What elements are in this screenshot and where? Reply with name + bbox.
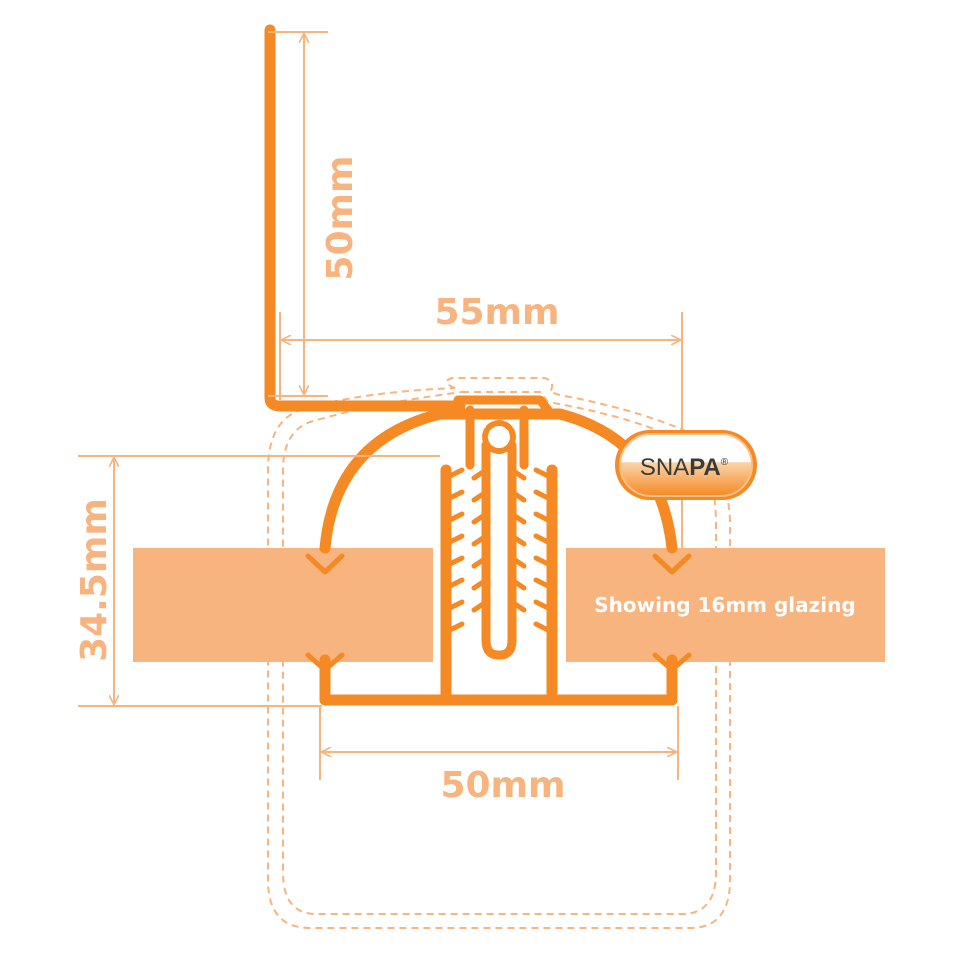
snapa-logo: SNAPA® [615,430,757,500]
logo-text-bold: PA [689,454,721,481]
label-upstand-height: 50mm [320,155,361,280]
dashed-outline-inner [282,391,717,915]
gasket-bottom-left [305,652,345,673]
dashed-outline-outer [267,377,731,929]
base-teeth-left [443,467,465,635]
logo-text-plain: SNA [640,454,689,481]
glazing-note: Showing 16mm glazing [594,593,855,617]
base-teeth-right [533,467,555,635]
logo-text: SNAPA® [640,454,729,481]
label-overall-height: 34.5mm [74,498,115,662]
gasket-top-right [652,553,692,575]
dashed-outline [267,377,731,929]
cap-stem-right [495,440,517,660]
logo-registered-mark: ® [721,457,729,468]
gasket-bottom-right [652,652,692,673]
screw-port [482,420,516,454]
stem-teeth-right [509,467,527,613]
stem-teeth-left [471,467,489,613]
upstand-flashing [264,24,466,412]
gasket-top-left [305,553,345,575]
glazing-panel-left [133,548,433,662]
cap-stem-left [481,440,503,660]
bar-profile [264,24,692,706]
label-base-width: 50mm [440,765,565,806]
glazing-panels [133,548,885,662]
cap-top [453,395,553,415]
glazing-panel-right [566,548,885,662]
logo-badge [619,433,753,497]
base-plate [319,654,678,706]
dimension-lines [78,31,683,780]
label-cap-width: 55mm [434,292,559,333]
